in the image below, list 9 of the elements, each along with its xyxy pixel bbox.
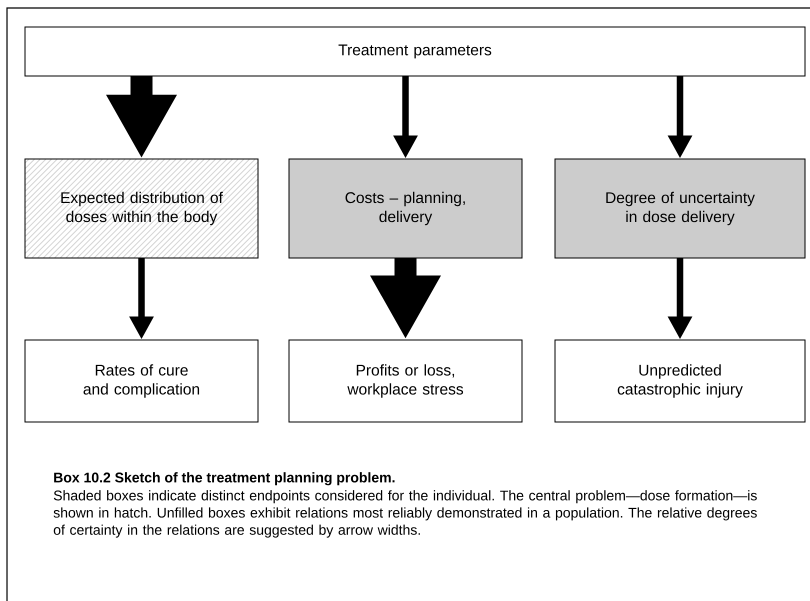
hatched-box: Expected distribution of doses within the body bbox=[24, 158, 258, 258]
shaded-box: Degree of uncertainty in dose delivery bbox=[554, 158, 806, 258]
shaded-box: Costs – planning, delivery bbox=[288, 158, 522, 258]
box: Profits or loss, workplace stress bbox=[288, 339, 522, 422]
box: Rates of cure and complication bbox=[24, 339, 258, 422]
caption: Box 10.2 Sketch of the treatment planning problem. bbox=[54, 472, 395, 486]
box: Unpredicted catastrophic injury bbox=[554, 339, 806, 422]
caption-text: Shaded boxes indicate distinct endpoints considered for the individual. The central problem—dose formation—is shown in hatch. Unfilled boxes exhibit relations most reliably demonstrated in a population. The relative degrees of certainty in the relations are suggested by arrow widths. bbox=[54, 490, 757, 538]
box: Treatment parameters bbox=[24, 26, 806, 76]
